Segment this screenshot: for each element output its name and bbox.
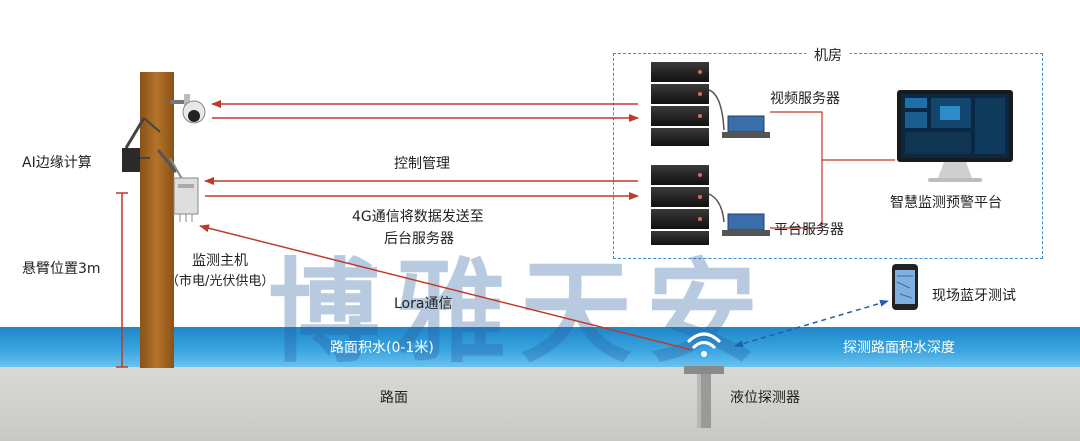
server-platform-connectors (770, 111, 895, 229)
video-link-arrows (211, 100, 639, 122)
ptz-camera-icon (170, 94, 206, 124)
send-data-label-line1: 4G通信将数据发送至 (352, 209, 484, 225)
level-sensor-icon (684, 366, 724, 428)
smartphone-icon (892, 264, 918, 310)
road-surface-label: 路面 (380, 390, 408, 406)
bluetooth-test-label: 现场蓝牙测试 (932, 288, 1016, 304)
ai-edge-device-icon (122, 117, 161, 172)
road-ground (0, 367, 1080, 441)
arm-position-label: 悬臂位置3m (22, 261, 101, 277)
watermark: 博雅天安 (268, 248, 772, 378)
detect-depth-label: 探测路面积水深度 (843, 340, 955, 356)
machine-room-title: 机房 (806, 45, 850, 65)
video-server-icon (651, 62, 770, 146)
water-layer (0, 327, 1080, 367)
control-mgmt-label: 控制管理 (394, 156, 450, 172)
platform-server-icon (651, 165, 770, 245)
send-data-label-line2: 后台服务器 (384, 231, 454, 247)
ai-edge-label: AI边缘计算 (22, 155, 92, 171)
wireless-signal-icon (686, 332, 722, 357)
lora-label: Lora通信 (394, 296, 453, 312)
utility-pole (140, 72, 174, 368)
video-server-label: 视频服务器 (770, 91, 840, 107)
platform-server-label: 平台服务器 (774, 222, 844, 238)
smart-platform-monitor-icon (897, 90, 1013, 182)
monitor-host-icon (173, 177, 199, 222)
control-link-arrows (204, 177, 639, 200)
arm-height-marker (116, 192, 128, 368)
lora-link-arrow (199, 224, 693, 351)
power-note-label: （市电/光伏供电） (166, 274, 275, 289)
level-sensor-label: 液位探测器 (730, 390, 800, 406)
water-depth-range-label: 路面积水(0-1米) (330, 340, 434, 356)
smart-platform-label: 智慧监测预警平台 (890, 195, 1002, 211)
monitor-host-label: 监测主机 (192, 253, 248, 269)
